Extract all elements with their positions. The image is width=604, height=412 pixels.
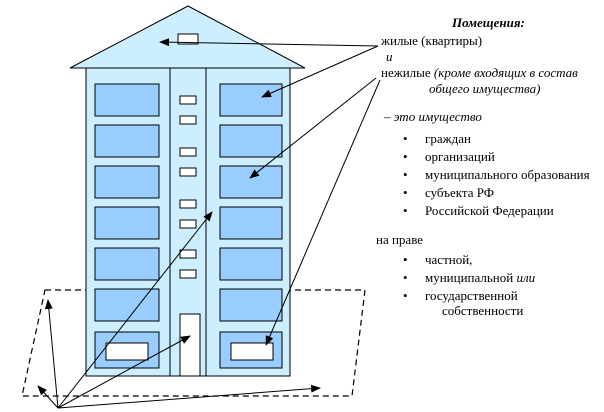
- apartment-window: [94, 206, 160, 240]
- bullet: •: [403, 185, 408, 200]
- premises-arrows: [159, 38, 381, 346]
- apartment-window: [219, 165, 283, 199]
- stair-window: [179, 147, 197, 157]
- entrance-door: [179, 313, 201, 377]
- bullet: •: [403, 167, 408, 182]
- shop-window: [105, 342, 149, 361]
- apartment-window: [94, 288, 160, 322]
- stair-window: [179, 269, 197, 279]
- premises-title: Помещения:: [452, 15, 525, 30]
- stair-window: [179, 115, 197, 125]
- owners-list: •граждан •организаций •муниципального об…: [403, 130, 590, 220]
- residential-premises-label: жилые (квартиры): [381, 33, 483, 48]
- arrow-to-shop-premises: [265, 79, 381, 346]
- arrow-to-upper-apartment: [261, 45, 379, 98]
- list-item: •организаций: [403, 149, 495, 164]
- list-item: •муниципального образования: [403, 167, 590, 182]
- list-item: •государственной: [403, 288, 518, 303]
- bullet: •: [403, 149, 408, 164]
- arrow-to-left-plot: [44, 299, 59, 409]
- arrow-to-plot-corner: [37, 385, 59, 409]
- rights-list: •частной, •муниципальной или •государств…: [403, 251, 535, 305]
- bullet: •: [403, 288, 408, 303]
- arrow-to-entrance: [57, 335, 191, 409]
- list-item: •муниципальной или: [403, 270, 536, 285]
- nonresidential-line: нежилые (кроме входящих в состав: [381, 65, 578, 80]
- apartment-window: [94, 247, 160, 281]
- conjunction-and: и: [386, 49, 393, 64]
- apartment-window: [219, 83, 283, 117]
- shop-window: [230, 342, 274, 361]
- attic-window: [177, 33, 199, 45]
- list-item: •граждан: [403, 131, 471, 146]
- property-label: – это имущество: [384, 109, 482, 124]
- arrow-to-attic: [159, 38, 379, 47]
- stair-window: [179, 199, 197, 209]
- list-item: •субъекта РФ: [403, 185, 494, 200]
- ownership-tail: собственности: [442, 303, 524, 318]
- bullet: •: [403, 131, 408, 146]
- list-item: •частной,: [403, 252, 473, 267]
- bullet: •: [403, 270, 408, 285]
- nonresidential-premises-label: нежилые: [381, 65, 431, 80]
- nonresidential-note-line1: (кроме входящих в состав: [433, 65, 578, 80]
- bullet: •: [403, 203, 408, 218]
- common-property-arrows: [37, 211, 321, 409]
- apartment-window: [219, 206, 283, 240]
- stairwell-windows: [179, 95, 197, 279]
- arrow-to-stairwell: [57, 211, 213, 409]
- stair-window: [179, 95, 197, 105]
- apartment-window: [219, 124, 283, 158]
- list-item: •Российской Федерации: [403, 203, 554, 218]
- arrow-to-middle-apartment: [249, 77, 377, 179]
- apartment-window: [219, 288, 283, 322]
- arrow-to-land-plot: [57, 384, 321, 409]
- apartment-window: [94, 124, 160, 158]
- bullet: •: [403, 252, 408, 267]
- left-windows: [94, 83, 160, 369]
- stair-window: [179, 219, 197, 229]
- nonresidential-note-line2: общего имущества): [429, 81, 541, 96]
- right-label: на праве: [376, 232, 424, 247]
- apartment-window: [94, 165, 160, 199]
- apartment-window: [94, 83, 160, 117]
- stair-window: [179, 249, 197, 259]
- apartment-window: [219, 247, 283, 281]
- stair-window: [179, 167, 197, 177]
